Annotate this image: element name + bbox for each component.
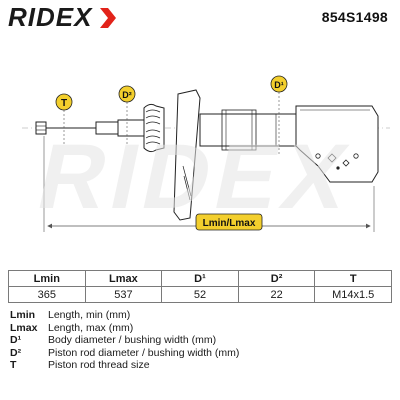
legend-code: Lmax — [10, 321, 38, 334]
legend-desc: Body diameter / bushing width (mm) — [48, 334, 217, 346]
brand-logo-accent-icon — [100, 8, 116, 28]
shock-absorber-drawing: T D² D¹ Lmin/Lmax — [22, 75, 390, 232]
legend-desc: Piston rod diameter / bushing width (mm) — [48, 346, 240, 359]
legend-desc: Piston rod thread size — [48, 359, 150, 371]
callout-d1: D¹ — [270, 75, 288, 156]
knuckle-bracket — [295, 105, 379, 183]
legend-row: T Piston rod thread size — [10, 359, 390, 372]
piston-rod — [46, 119, 145, 137]
legend-code: Lmin — [10, 309, 36, 321]
specs-value-d2: 22 — [237, 286, 316, 303]
legend-row: Lmin Length, min (mm) — [10, 309, 390, 322]
specs-value-row: 365 537 52 22 M14x1.5 — [8, 286, 392, 303]
specs-value-t: M14x1.5 — [314, 286, 392, 303]
brand-logo: RIDEX — [8, 4, 116, 32]
legend-row: Lmax Length, max (mm) — [10, 322, 390, 335]
specs-value-d1: 52 — [161, 286, 239, 303]
callout-d2-label: D² — [122, 90, 132, 100]
specs-header-d2: D² — [237, 270, 316, 287]
specs-header-d1: D¹ — [161, 270, 239, 287]
specs-header-lmax: Lmax — [84, 270, 163, 287]
specs-value-lmax: 537 — [84, 286, 163, 303]
callout-d2: D² — [118, 85, 136, 146]
length-dimension-label: Lmin/Lmax — [203, 218, 256, 229]
callout-t: T — [55, 93, 73, 146]
callout-t-label: T — [61, 98, 67, 109]
legend: Lmin Length, min (mm) Lmax Length, max (… — [10, 309, 390, 372]
length-dimension: Lmin/Lmax — [43, 136, 375, 232]
thread-nut — [35, 121, 47, 135]
specs-table: Lmin Lmax D¹ D² T 365 537 52 22 M14x1.5 — [8, 270, 392, 303]
specs-header-lmin: Lmin — [8, 270, 86, 287]
specs-header-row: Lmin Lmax D¹ D² T — [8, 270, 392, 287]
legend-code: T — [10, 359, 17, 371]
legend-row: D² Piston rod diameter / bushing width (… — [10, 347, 390, 360]
legend-code: D² — [10, 346, 22, 359]
legend-code: D¹ — [10, 334, 22, 346]
part-number: 854S1498 — [321, 9, 388, 25]
spring-plate — [173, 89, 201, 221]
technical-drawing: T D² D¹ Lmin/Lmax — [0, 36, 400, 268]
specs-header-t: T — [314, 270, 392, 287]
shock-body — [199, 109, 297, 151]
legend-desc: Length, min (mm) — [48, 309, 131, 321]
callout-d1-label: D¹ — [274, 80, 284, 90]
brand-logo-text: RIDEX — [8, 4, 93, 32]
legend-row: D¹ Body diameter / bushing width (mm) — [10, 334, 390, 347]
top-mount — [143, 103, 165, 153]
legend-desc: Length, max (mm) — [48, 321, 134, 334]
specs-value-lmin: 365 — [8, 286, 86, 303]
header: RIDEX 854S1498 — [0, 0, 400, 36]
length-label-box — [195, 213, 263, 231]
